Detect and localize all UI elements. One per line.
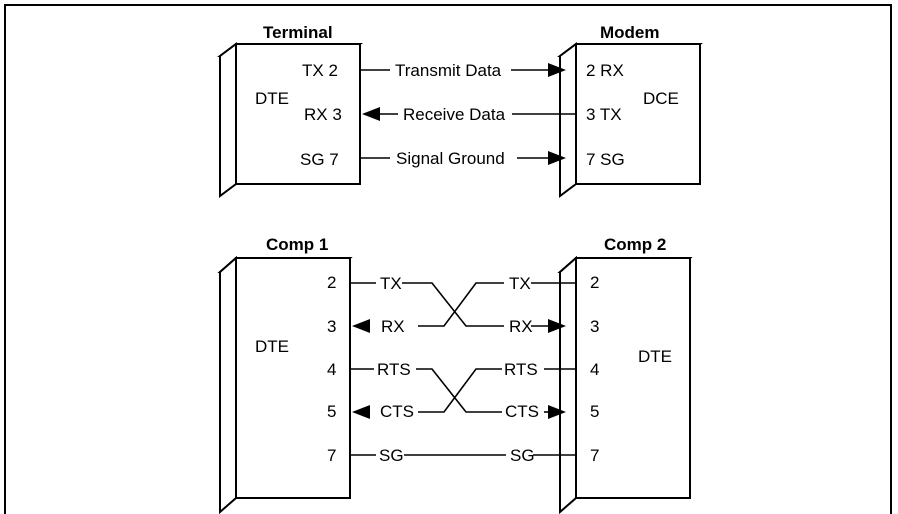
comp1-signal-tx: TX [380,274,402,293]
comp2-signal-cts: CTS [505,402,539,421]
comp2-signal-rx: RX [509,317,533,336]
comp2-signal-tx: TX [509,274,531,293]
comp2-rx-arrowhead [548,319,566,333]
top-section: Terminal Modem DTE DCE TX 2 RX 3 SG 7 2 … [217,23,703,198]
comp1-rx-arrowhead [352,319,370,333]
terminal-device-label: DTE [255,89,289,108]
comp2-title: Comp 2 [604,235,666,254]
transmit-data-arrowhead [548,63,566,77]
modem-device-label: DCE [643,89,679,108]
transmit-data-line [360,63,566,77]
comp2-pin-2: 2 [590,273,599,292]
modem-title: Modem [600,23,660,42]
comp1-signal-rts: RTS [377,360,411,379]
modem-pin-sg: 7 SG [586,150,625,169]
modem-pin-tx: 3 TX [586,105,622,124]
comp1-signal-cts: CTS [380,402,414,421]
terminal-title: Terminal [263,23,333,42]
comp2-pin-4: 4 [590,360,599,379]
bottom-section: Comp 1 Comp 2 DTE DTE 2 3 4 5 7 2 3 4 5 … [217,235,693,514]
rts-cts-crossover [350,368,576,419]
signal-ground-arrowhead [548,151,566,165]
comp2-cts-arrowhead [548,405,566,419]
terminal-pin-rx: RX 3 [304,105,342,124]
comp2-pin-7: 7 [590,446,599,465]
diagram-frame [4,4,892,514]
signal-ground-label: Signal Ground [396,149,505,168]
comp1-pin-2: 2 [327,273,336,292]
terminal-pin-tx: TX 2 [302,61,338,80]
comp1-pin-5: 5 [327,402,336,421]
comp1-signal-rx: RX [381,317,405,336]
receive-data-label: Receive Data [403,105,506,124]
comp1-pin-3: 3 [327,317,336,336]
terminal-box [217,42,363,198]
comp1-pin-7: 7 [327,446,336,465]
comp1-signal-sg: SG [379,446,404,465]
comp1-box [217,255,353,514]
comp2-box [557,255,693,514]
comp2-signal-sg: SG [510,446,535,465]
comp2-pin-3: 3 [590,317,599,336]
receive-data-line [362,107,576,121]
modem-pin-rx: 2 RX [586,61,624,80]
transmit-data-label: Transmit Data [395,61,502,80]
comp1-title: Comp 1 [266,235,328,254]
tx-rx-crossover [350,282,576,333]
comp1-pin-4: 4 [327,360,336,379]
signal-ground-line [360,151,566,165]
comp1-device-label: DTE [255,337,289,356]
comp1-cts-arrowhead [352,405,370,419]
comp2-pin-5: 5 [590,402,599,421]
modem-box [557,42,703,198]
comp2-device-label: DTE [638,347,672,366]
receive-data-arrowhead [362,107,380,121]
comp2-signal-rts: RTS [504,360,538,379]
terminal-pin-sg: SG 7 [300,150,339,169]
